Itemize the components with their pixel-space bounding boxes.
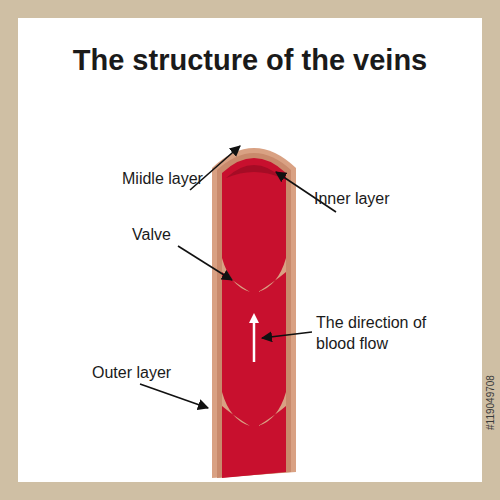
outer-layer bbox=[212, 148, 296, 478]
title: The structure of the veins bbox=[73, 44, 428, 77]
part-label: Outer layer bbox=[92, 362, 171, 383]
watermark: #119049708 bbox=[485, 375, 496, 430]
flow-arrow bbox=[253, 318, 256, 362]
lumen-shade bbox=[226, 165, 282, 178]
part-label: Inner layer bbox=[314, 188, 390, 209]
part-label: Valve bbox=[132, 224, 171, 245]
middle-layer bbox=[217, 153, 291, 478]
valve bbox=[222, 258, 286, 426]
flow-label: The direction of blood flow bbox=[316, 312, 456, 354]
inner-layer bbox=[222, 158, 286, 478]
part-label: Miidle layer bbox=[122, 168, 203, 189]
panel bbox=[18, 18, 482, 482]
